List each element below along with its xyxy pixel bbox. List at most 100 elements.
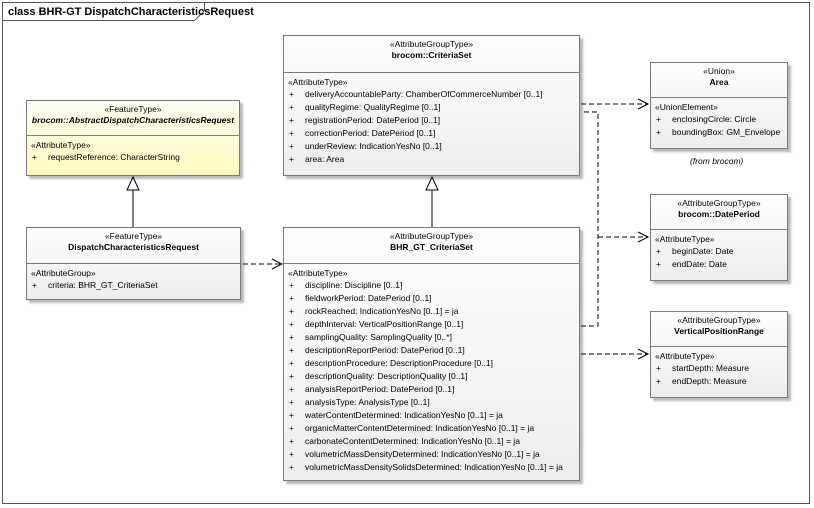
class-stereotype: «FeatureType» (104, 104, 162, 114)
attribute-text: criteria: BHR_GT_CriteriaSet (48, 280, 158, 290)
attribute-text: correctionPeriod: DatePeriod [0..1] (305, 128, 436, 138)
attribute: +descriptionProcedure: DescriptionProced… (288, 357, 579, 370)
class-stereotype: «AttributeGroupType» (389, 39, 474, 49)
attribute-text: samplingQuality: SamplingQuality [0..*] (305, 332, 452, 342)
attribute-text: fieldworkPeriod: DatePeriod [0..1] (305, 293, 432, 303)
attribute: + startDepth: Measure (655, 362, 787, 375)
attribute-text: descriptionProcedure: DescriptionProcedu… (305, 358, 494, 368)
frame-tab-outline (2, 2, 205, 21)
class-vertical-position-range[interactable]: «AttributeGroupType» VerticalPositionRan… (650, 311, 788, 398)
diagram-frame-tab: class BHR-GT DispatchCharacteristicsRequ… (2, 2, 254, 21)
attribute-text: enclosingCircle: Circle (672, 114, 757, 124)
class-dispatch-request[interactable]: «FeatureType» DispatchCharacteristicsReq… (26, 227, 241, 300)
attribute-text: descriptionQuality: DescriptionQuality [… (305, 371, 468, 381)
attribute-section: «AttributeType» + startDepth: Measure + en… (651, 347, 787, 388)
attribute-text: endDepth: Measure (672, 376, 747, 386)
class-stereotype: «AttributeGroupType» (677, 315, 761, 325)
visibility-marker: + (289, 332, 294, 342)
attribute: + analysisReportPeriod: DatePeriod [0..1] (288, 383, 579, 396)
visibility-marker: + (656, 246, 661, 256)
attribute: +carbonateContentDetermined: IndicationY… (288, 435, 579, 448)
class-header: «FeatureType» DispatchCharacteristicsReq… (27, 228, 240, 264)
attribute-section: «AttributeGroup» + criteria: BHR_GT_Crit… (27, 264, 240, 292)
visibility-marker: + (289, 345, 294, 355)
visibility-marker: + (656, 376, 661, 386)
attribute: + registrationPeriod: DatePeriod [0..1] (288, 114, 579, 127)
class-name: brocom::DatePeriod (678, 209, 760, 219)
section-stereotype: «AttributeType» (655, 351, 715, 361)
class-brocom-criteria-set[interactable]: «AttributeGroupType» brocom::CriteriaSet… (283, 35, 580, 176)
generalization-dispatch-request (126, 175, 140, 227)
visibility-marker: + (656, 259, 661, 269)
visibility-marker: + (289, 371, 294, 381)
attribute-text: analysisType: AnalysisType [0..1] (305, 397, 430, 407)
visibility-marker: + (32, 280, 37, 290)
attribute: + samplingQuality: SamplingQuality [0..*] (288, 331, 579, 344)
attribute-section: «UnionElement» +enclosingCircle: Circle … (651, 98, 787, 139)
visibility-marker: + (289, 423, 294, 433)
attribute-text: beginDate: Date (672, 246, 734, 256)
class-header: «AttributeGroupType» brocom::DatePeriod (651, 195, 787, 230)
class-area[interactable]: «Union» Area «UnionElement» +enclosingCi… (650, 62, 788, 149)
attribute-text: registrationPeriod: DatePeriod [0..1] (305, 115, 441, 125)
visibility-marker: + (289, 128, 294, 138)
attribute-text: boundingBox: GM_Envelope (672, 127, 781, 137)
attribute: +fieldworkPeriod: DatePeriod [0..1] (288, 292, 579, 305)
class-header: «FeatureType» brocom::AbstractDispatchCh… (27, 101, 239, 136)
visibility-marker: + (289, 102, 294, 112)
visibility-marker: + (289, 154, 294, 164)
attribute: +underReview: IndicationYesNo [0..1] (288, 140, 579, 153)
class-bhr-gt-criteria-set[interactable]: «AttributeGroupType» BHR_GT_CriteriaSet … (283, 227, 580, 481)
class-name: Area (709, 77, 729, 87)
visibility-marker: + (656, 114, 661, 124)
attribute-text: startDepth: Measure (672, 363, 750, 373)
visibility-marker: + (656, 127, 661, 137)
class-header: «AttributeGroupType» VerticalPositionRan… (651, 312, 787, 347)
attribute-text: discipline: Discipline [0..1] (305, 280, 403, 290)
attribute-text: deliveryAccountableParty: ChamberOfComme… (305, 89, 543, 99)
attribute: +depthInterval: VerticalPositionRange [0… (288, 318, 579, 331)
attribute: + requestReference: CharacterString (31, 151, 239, 164)
visibility-marker: + (289, 384, 294, 394)
attribute: +analysisType: AnalysisType [0..1] (288, 396, 579, 409)
attribute: + organicMatterContentDetermined: Indicat… (288, 422, 579, 435)
attribute: + enclosingCircle: Circle (655, 113, 787, 126)
dependency-criteria-to-dateperiod (581, 111, 650, 327)
attribute: + descriptionReportPeriod: DatePeriod [0.… (288, 344, 579, 357)
attribute-text: analysisReportPeriod: DatePeriod [0..1] (305, 384, 455, 394)
visibility-marker: + (289, 462, 294, 472)
attribute: + criteria: BHR_GT_CriteriaSet (31, 279, 240, 292)
diagram-title: class BHR-GT DispatchCharacteristicsRequ… (8, 6, 254, 18)
attribute-section: «AttributeType» + requestReference: Char… (27, 136, 239, 164)
attribute-text: depthInterval: VerticalPositionRange [0.… (305, 319, 464, 329)
visibility-marker: + (656, 363, 661, 373)
dependency-request-to-criteria (243, 258, 284, 270)
attribute-text: rockReached: IndicationYesNo [0..1] = ja (305, 306, 459, 316)
class-abstract-dispatch-request[interactable]: «FeatureType» brocom::AbstractDispatchCh… (26, 100, 240, 176)
visibility-marker: + (289, 89, 294, 99)
visibility-marker: + (289, 115, 294, 125)
dependency-criteria-to-area (581, 98, 650, 110)
section-stereotype: «UnionElement» (655, 102, 718, 112)
section-stereotype: «AttributeType» (31, 140, 91, 150)
attribute: + rockReached: IndicationYesNo [0..1] = j… (288, 305, 579, 318)
class-stereotype: «AttributeGroupType» (389, 231, 474, 241)
attribute-text: organicMatterContentDetermined: Indicati… (305, 423, 535, 433)
attribute-text: qualityRegime: QualityRegime [0..1] (305, 102, 441, 112)
attribute-section: «AttributeType» +deliveryAccountablePart… (284, 73, 579, 166)
class-stereotype: «FeatureType» (104, 231, 163, 241)
attribute: +volumetricMassDensityDetermined: Indica… (288, 448, 579, 461)
section-stereotype: «AttributeType» (655, 234, 715, 244)
dependency-criteria-to-verticalrange (581, 348, 650, 360)
section-stereotype: «AttributeType» (288, 268, 348, 278)
class-name: VerticalPositionRange (674, 326, 764, 336)
attribute: + qualityRegime: QualityRegime [0..1] (288, 101, 579, 114)
attribute-text: descriptionReportPeriod: DatePeriod [0..… (305, 345, 465, 355)
visibility-marker: + (289, 306, 294, 316)
class-date-period[interactable]: «AttributeGroupType» brocom::DatePeriod … (650, 194, 788, 281)
visibility-marker: + (289, 280, 294, 290)
attribute: + area: Area (288, 153, 579, 166)
attribute-text: area: Area (305, 154, 345, 164)
attribute-text: waterContentDetermined: IndicationYesNo … (305, 410, 503, 420)
